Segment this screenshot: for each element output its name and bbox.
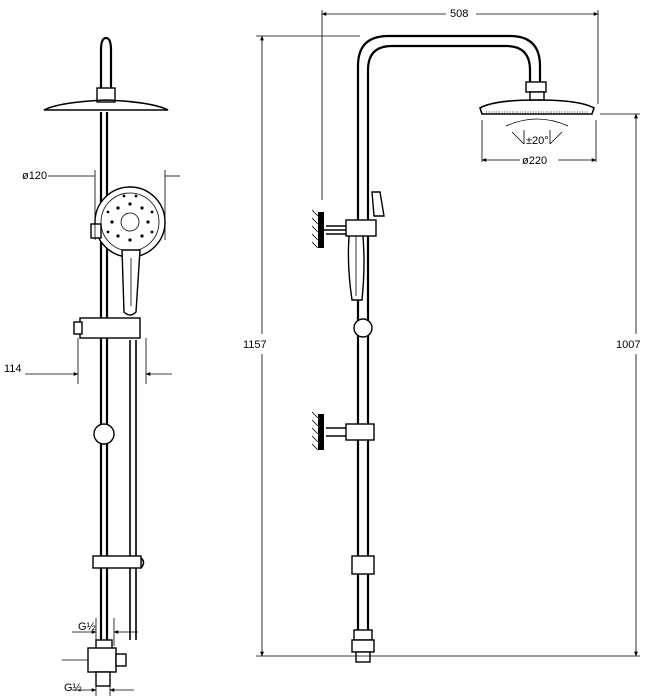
tilt-angle-label: ±20° bbox=[526, 135, 549, 147]
inlet-fitting bbox=[351, 629, 375, 663]
diverter-valve bbox=[87, 639, 127, 687]
rail-slider bbox=[73, 317, 141, 339]
overall-height-label: 1157 bbox=[243, 339, 267, 351]
head-height-label: 1007 bbox=[616, 339, 640, 351]
hand-shower-diameter-label: ø120 bbox=[22, 170, 47, 182]
overhead-shower-head bbox=[479, 99, 595, 145]
overall-width-label: 508 bbox=[450, 8, 468, 20]
head-diameter-label: ø220 bbox=[522, 155, 547, 167]
hand-shower-side bbox=[347, 191, 385, 301]
side-view: ø120 114 G½ G½ bbox=[4, 36, 180, 696]
inlet-bottom-thread-label: G½ bbox=[64, 682, 82, 694]
hand-shower-front bbox=[94, 186, 166, 316]
rail-offset-label: 114 bbox=[4, 363, 22, 375]
front-view: ±20° ø220 bbox=[243, 8, 640, 663]
inlet-top-thread-label: G½ bbox=[78, 621, 96, 633]
wall-bracket-lower bbox=[311, 411, 375, 451]
wall-bracket-upper bbox=[311, 209, 377, 249]
